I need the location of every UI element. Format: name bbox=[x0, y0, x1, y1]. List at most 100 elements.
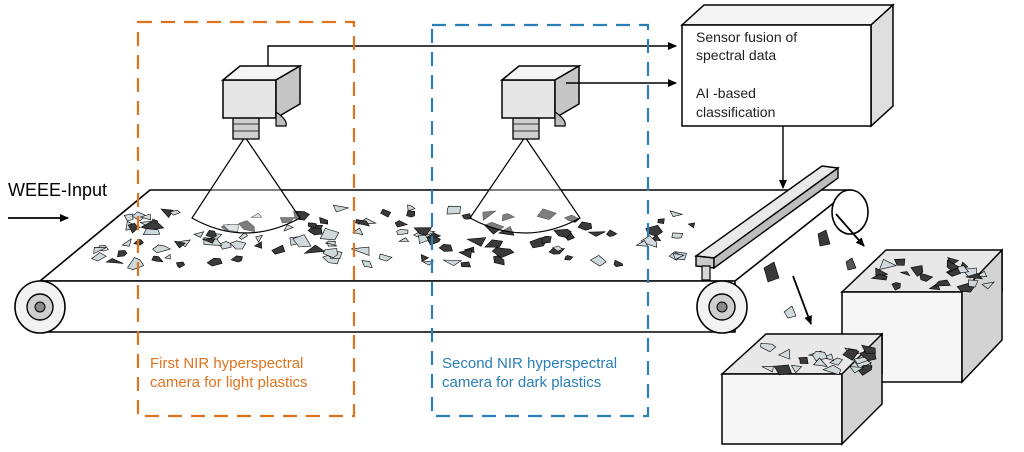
light-flake bbox=[777, 348, 791, 360]
dark-flake bbox=[420, 254, 430, 262]
dark-flake bbox=[645, 224, 664, 237]
dark-flake bbox=[965, 273, 984, 280]
dark-flake bbox=[175, 261, 186, 269]
dark-flake bbox=[380, 208, 392, 218]
light-flake bbox=[351, 246, 370, 256]
camera-1-frame: First NIR hyperspectral camera for light… bbox=[136, 20, 356, 418]
light-flake bbox=[169, 209, 181, 216]
light-flake bbox=[352, 227, 364, 236]
light-flake bbox=[443, 259, 463, 267]
right-roller bbox=[696, 280, 748, 334]
dark-flake bbox=[205, 230, 217, 239]
light-flake bbox=[255, 234, 264, 243]
light-flake bbox=[164, 253, 171, 260]
light-flake bbox=[292, 234, 312, 248]
dark-flake bbox=[413, 227, 432, 236]
dark-flake bbox=[307, 222, 318, 230]
camera-2-label-line-1: Second NIR hyperspectral bbox=[442, 355, 617, 372]
camera-1-label-line-2: camera for light plastics bbox=[150, 374, 308, 391]
light-flake bbox=[853, 356, 869, 365]
camera-2 bbox=[469, 64, 582, 234]
light-flake bbox=[822, 364, 842, 376]
dark-flake bbox=[587, 231, 606, 237]
processor-box: Sensor fusion of spectral data AI -based… bbox=[680, 3, 895, 128]
light-flake bbox=[361, 260, 373, 268]
camera-1-data-arrow bbox=[267, 42, 677, 66]
dark-flake bbox=[946, 259, 960, 272]
processor-line-2: spectral data bbox=[696, 47, 776, 63]
light-flake bbox=[812, 350, 828, 362]
camera-1-label-line-1: First NIR hyperspectral bbox=[150, 355, 303, 372]
dark-flake bbox=[460, 261, 472, 268]
dark-flake bbox=[657, 218, 665, 225]
dark-flake bbox=[484, 239, 504, 248]
dark-flake bbox=[893, 258, 906, 266]
light-flake bbox=[829, 357, 844, 366]
light-flake bbox=[127, 257, 145, 271]
light-flake bbox=[418, 234, 429, 244]
dark-flake bbox=[303, 244, 326, 254]
dark-flake bbox=[482, 210, 497, 221]
light-flake bbox=[761, 365, 774, 373]
light-flake bbox=[640, 235, 658, 248]
light-flake bbox=[250, 212, 263, 218]
dark-flake bbox=[458, 248, 473, 259]
dark-flake bbox=[117, 250, 128, 258]
light-flake bbox=[91, 252, 107, 262]
light-flake bbox=[378, 253, 393, 262]
light-flake bbox=[407, 204, 416, 212]
dark-flake bbox=[564, 255, 574, 261]
dark-flake bbox=[238, 220, 255, 233]
light-flake bbox=[327, 242, 338, 247]
light-flake bbox=[669, 210, 684, 217]
dark-flake bbox=[900, 271, 911, 277]
camera-2-body bbox=[501, 79, 556, 119]
light-flake bbox=[229, 240, 247, 250]
dark-flake bbox=[271, 244, 286, 255]
light-flake bbox=[821, 353, 834, 362]
dark-flake bbox=[946, 267, 961, 277]
light-flake bbox=[589, 255, 607, 267]
camera-1 bbox=[191, 64, 303, 234]
input-indicator: WEEE-Input bbox=[8, 180, 107, 222]
dark-flake bbox=[842, 348, 860, 361]
dark-flake bbox=[438, 243, 453, 252]
dark-flake bbox=[606, 229, 618, 237]
dark-flake bbox=[319, 217, 329, 225]
processor-line-3: AI -based bbox=[696, 85, 756, 101]
dark-flake bbox=[493, 255, 505, 266]
camera-2-field-of-view bbox=[469, 135, 581, 234]
dark-flake bbox=[870, 274, 888, 281]
light-flake bbox=[332, 204, 349, 213]
dark-flake bbox=[613, 259, 624, 268]
light-flake bbox=[396, 228, 409, 236]
dark-flake bbox=[501, 213, 516, 222]
dark-flake bbox=[394, 220, 409, 228]
dark-flake bbox=[355, 219, 371, 227]
light-flake bbox=[672, 253, 685, 260]
input-label: WEEE-Input bbox=[8, 180, 107, 200]
dark-flake bbox=[406, 210, 416, 218]
dark-flake bbox=[426, 235, 441, 246]
light-flake bbox=[238, 232, 249, 240]
ejection-arrow-far bbox=[835, 213, 865, 247]
dark-flake bbox=[861, 344, 876, 355]
bin-near bbox=[720, 332, 883, 446]
dark-flake bbox=[910, 265, 924, 277]
dark-flake bbox=[773, 364, 793, 376]
processor-line-1: Sensor fusion of bbox=[696, 29, 797, 45]
dark-flake bbox=[553, 228, 572, 239]
dark-flake bbox=[151, 255, 164, 263]
left-roller bbox=[14, 280, 66, 334]
dark-flake bbox=[577, 221, 593, 231]
dark-flake bbox=[491, 247, 515, 259]
dark-flake bbox=[536, 208, 557, 220]
light-flake bbox=[398, 237, 410, 242]
dark-flake bbox=[799, 356, 809, 364]
light-flake bbox=[93, 247, 107, 255]
light-flake bbox=[446, 205, 461, 215]
light-flake bbox=[635, 240, 649, 247]
dark-flake bbox=[202, 238, 216, 244]
